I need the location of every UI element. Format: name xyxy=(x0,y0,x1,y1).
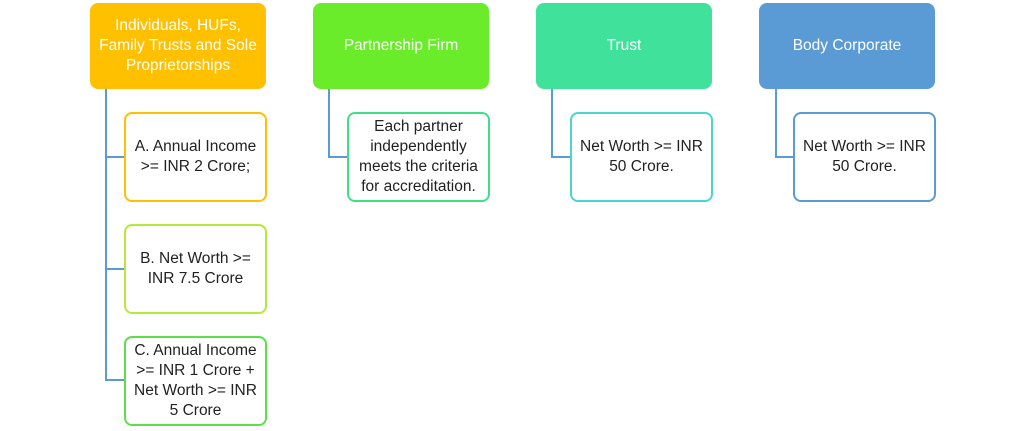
criterion-partnership: Each partner independently meets the cri… xyxy=(347,112,490,202)
category-trust: Trust xyxy=(536,3,712,89)
criterion-annual-income: A. Annual Income >= INR 2 Crore; xyxy=(124,112,267,202)
connector-individuals-b xyxy=(105,268,125,270)
criterion-trust: Net Worth >= INR 50 Crore. xyxy=(570,112,713,202)
connector-partnership-h xyxy=(328,156,348,158)
criterion-body-corporate: Net Worth >= INR 50 Crore. xyxy=(793,112,936,202)
connector-individuals-a xyxy=(105,156,125,158)
connector-individuals-vertical xyxy=(105,89,107,380)
connector-body-vertical xyxy=(775,89,777,158)
criterion-net-worth: B. Net Worth >= INR 7.5 Crore xyxy=(124,224,267,314)
category-body-corporate: Body Corporate xyxy=(759,3,935,89)
connector-trust-h xyxy=(551,156,571,158)
criterion-combined: C. Annual Income >= INR 1 Crore + Net Wo… xyxy=(124,336,267,426)
connector-individuals-c xyxy=(105,379,125,381)
connector-partnership-vertical xyxy=(328,89,330,158)
category-partnership-firm: Partnership Firm xyxy=(313,3,489,89)
category-individuals: Individuals, HUFs, Family Trusts and Sol… xyxy=(90,3,266,89)
connector-trust-vertical xyxy=(551,89,553,158)
connector-body-h xyxy=(775,156,795,158)
